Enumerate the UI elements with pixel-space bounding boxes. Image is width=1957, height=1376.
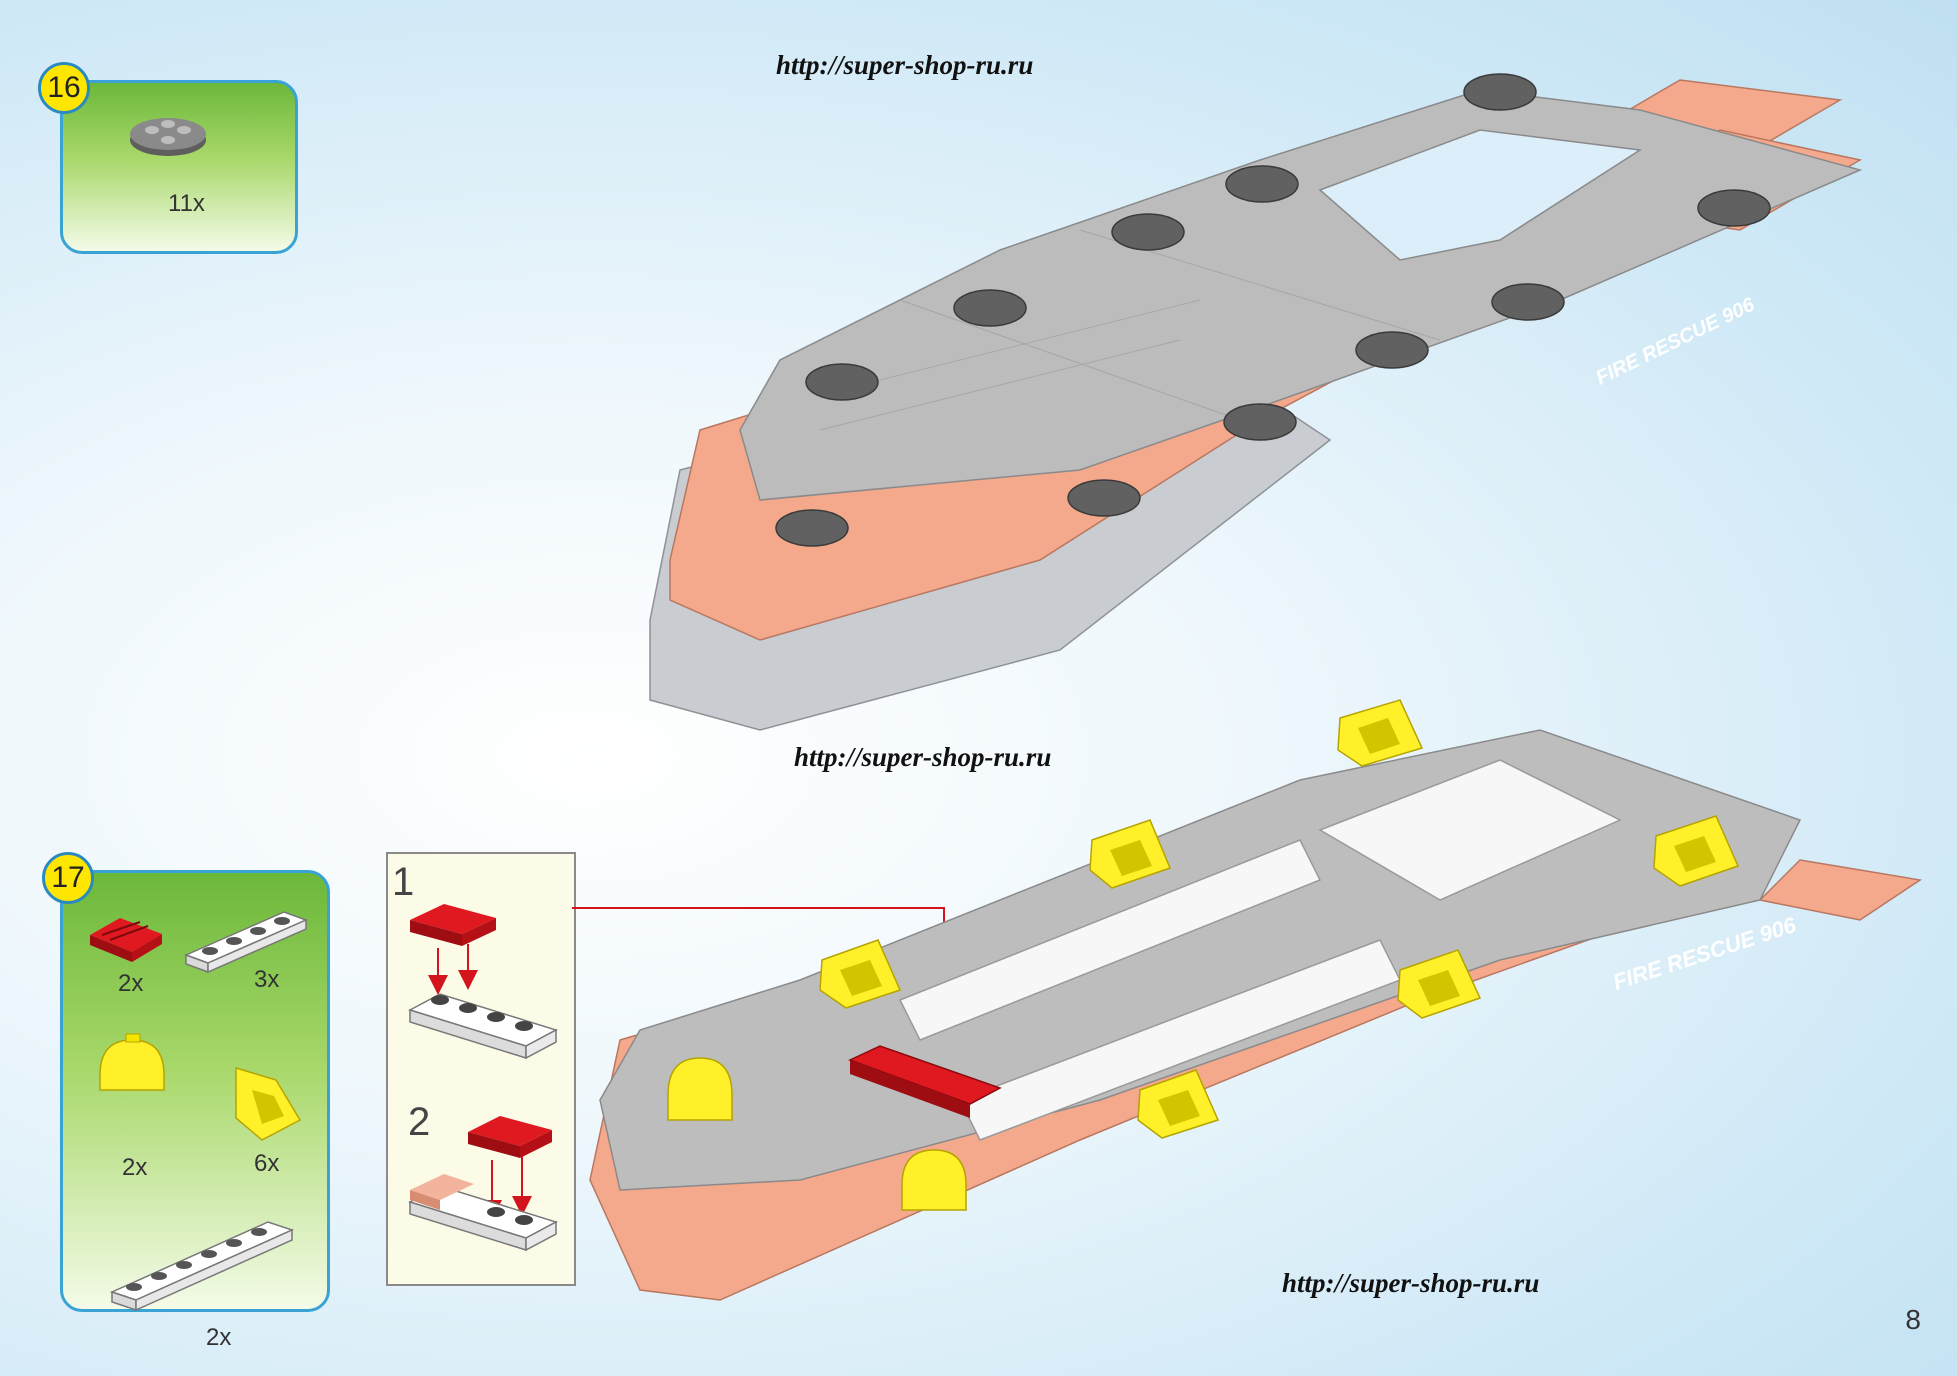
step-17-number: 17	[42, 852, 94, 904]
step-17-quantity-white-plate-1x6: 2x	[206, 1324, 232, 1351]
yellow-dome-1	[667, 1057, 733, 1121]
yellow-bracket-2	[1089, 819, 1171, 889]
yellow-bracket-1	[819, 939, 902, 1009]
watermark-url-top: http://super-shop-ru.ru	[776, 50, 1034, 80]
lower-boat-hull: FIRE RESCUE 906	[589, 729, 1922, 1301]
round-plate-10	[1491, 283, 1565, 321]
yellow-bracket-5	[1397, 949, 1482, 1019]
yellow-dome-2	[901, 1149, 967, 1211]
step-17-quantity-yellow-dome: 2x	[122, 1154, 148, 1181]
step-17-parts-box	[60, 870, 330, 1312]
lower-boat-yellow-domes	[667, 1057, 967, 1211]
upper-boat-round-plates	[775, 73, 1771, 547]
subassembly-box	[386, 852, 576, 1286]
watermark-url-bottom: http://super-shop-ru.ru	[1282, 1268, 1540, 1298]
step-16-quantity: 11x	[168, 190, 205, 217]
round-plate-11	[1697, 189, 1771, 227]
step-16-parts-box	[60, 80, 298, 254]
upper-boat-hull: FIRE RESCUE 906	[649, 79, 1863, 731]
lower-hull-label: FIRE RESCUE 906	[1610, 912, 1800, 995]
page-number: 8	[1905, 1304, 1921, 1335]
yellow-bracket-4	[1137, 1069, 1220, 1139]
step-17-quantity-yellow-bracket: 6x	[254, 1150, 280, 1177]
round-plate-8	[1355, 331, 1429, 369]
round-plate-6	[1223, 403, 1297, 441]
upper-hull-label: FIRE RESCUE 906	[1593, 293, 1759, 389]
yellow-bracket-6	[1653, 815, 1740, 887]
round-plate-7	[1225, 165, 1299, 203]
step-17-quantity-white-plate-1x4: 3x	[254, 966, 280, 993]
round-plate-3	[953, 289, 1027, 327]
placed-red-tile	[848, 1045, 1002, 1105]
yellow-bracket-3	[1337, 699, 1424, 767]
round-plate-9	[1463, 73, 1537, 111]
step-16-number: 16	[38, 62, 90, 114]
subassembly-pointer-line	[572, 907, 954, 1086]
round-plate-5	[1111, 213, 1185, 251]
round-plate-4	[1067, 479, 1141, 517]
substep-2-number: 2	[408, 1100, 431, 1144]
substep-1-number: 1	[392, 860, 415, 904]
step-17-quantity-red-tile: 2x	[118, 970, 144, 997]
round-plate-2	[805, 363, 879, 401]
round-plate-1	[775, 509, 849, 547]
watermark-url-middle: http://super-shop-ru.ru	[794, 742, 1052, 772]
